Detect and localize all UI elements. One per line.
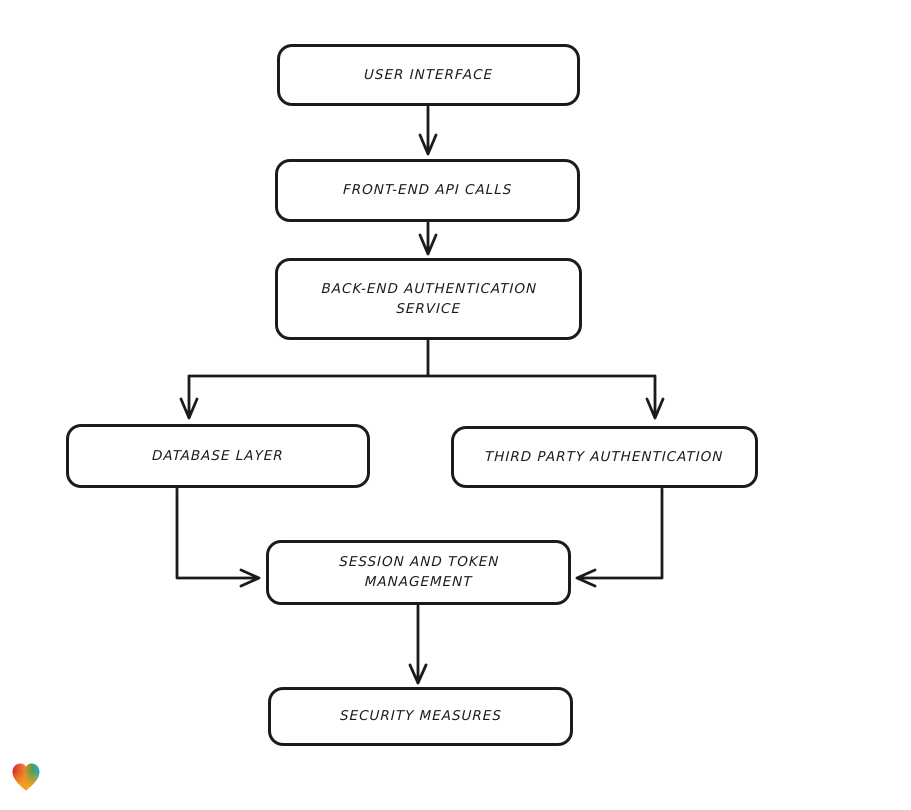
node-third-party-authentication-label: THIRD PARTY AUTHENTICATION — [485, 448, 724, 465]
node-back-end-authentication-service: BACK-END AUTHENTICATION SERVICE — [275, 258, 582, 340]
arrow-user-interface-to-front-end — [418, 105, 438, 156]
heart-shape-overlay — [12, 763, 40, 791]
node-session-and-token-management-label: SESSION AND TOKEN MANAGEMENT — [338, 554, 500, 591]
arrow-database-to-session — [175, 487, 261, 588]
node-front-end-api-calls: FRONT-END API CALLS — [275, 159, 580, 222]
node-user-interface: USER INTERFACE — [277, 44, 580, 106]
node-third-party-authentication: THIRD PARTY AUTHENTICATION — [451, 426, 758, 488]
node-database-layer: DATABASE LAYER — [66, 424, 370, 488]
node-back-end-authentication-service-label: BACK-END AUTHENTICATION SERVICE — [320, 280, 537, 317]
arrow-session-to-security — [408, 604, 428, 685]
node-database-layer-label: DATABASE LAYER — [151, 447, 285, 464]
node-security-measures-label: SECURITY MEASURES — [339, 708, 502, 725]
node-user-interface-label: USER INTERFACE — [363, 66, 494, 83]
gradient-heart-logo[interactable] — [8, 759, 44, 795]
node-front-end-api-calls-label: FRONT-END API CALLS — [342, 182, 513, 199]
arrow-back-end-branch — [179, 339, 665, 420]
arrow-front-end-to-back-end — [418, 221, 438, 256]
arrow-third-party-to-session — [575, 487, 664, 588]
node-session-and-token-management: SESSION AND TOKEN MANAGEMENT — [266, 540, 571, 605]
node-security-measures: SECURITY MEASURES — [268, 687, 573, 746]
